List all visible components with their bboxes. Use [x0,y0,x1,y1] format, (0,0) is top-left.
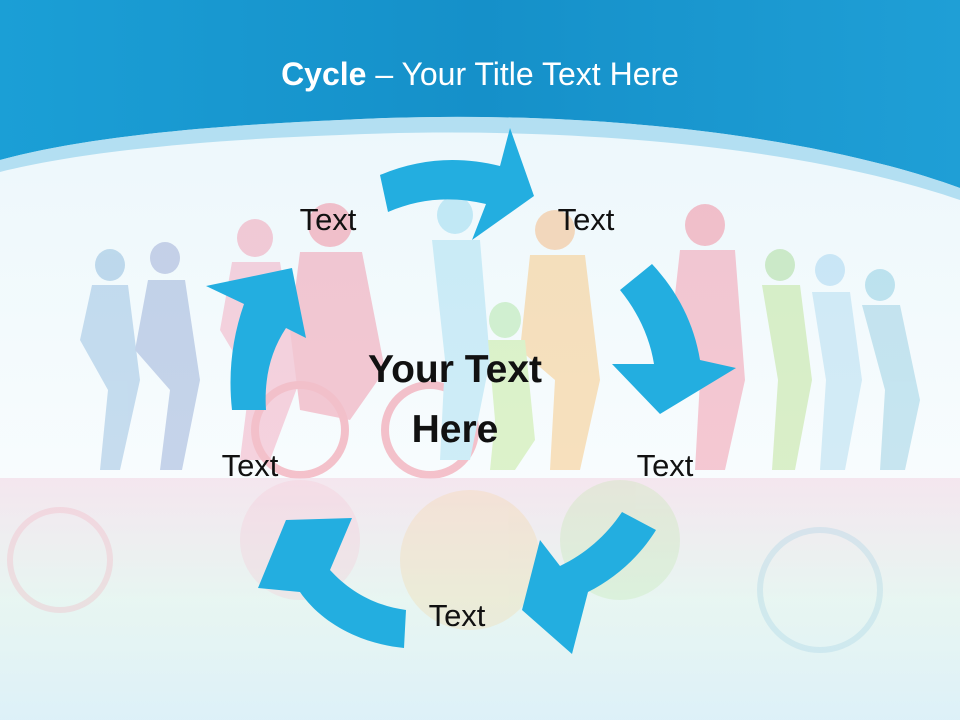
slide-title: Cycle – Your Title Text Here [0,52,960,96]
title-bold: Cycle [281,56,367,92]
step-label-2: Text [557,202,615,237]
step-label-5: Text [221,448,279,483]
title-rest: – Your Title Text Here [366,56,679,92]
center-text: Your Text Here [367,348,543,451]
curved-arrow-icon [258,518,406,648]
step-label-3: Text [636,448,694,483]
people-silhouettes [80,196,920,479]
curved-arrow-icon [206,268,306,410]
step-label-4: Text [428,598,486,633]
curved-arrow-icon [612,264,736,414]
curved-arrow-icon [380,128,534,240]
curved-arrow-icon [522,512,656,654]
step-label-1: Text [299,202,357,237]
